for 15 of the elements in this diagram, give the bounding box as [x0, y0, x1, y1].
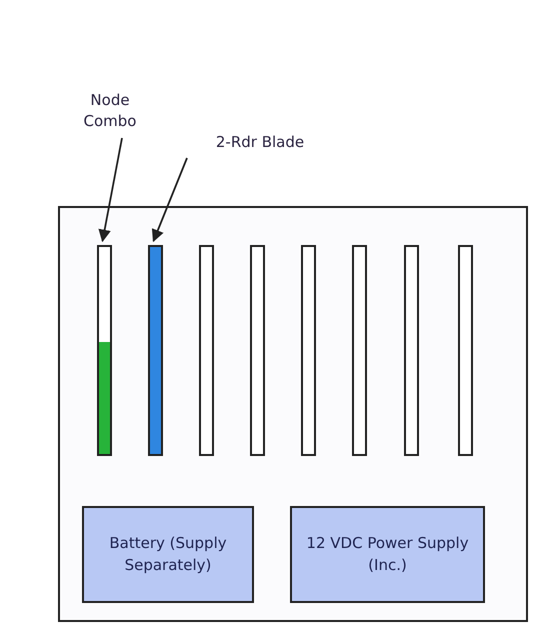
battery-box: Battery (Supply Separately)	[82, 506, 254, 603]
card-slot	[458, 245, 473, 456]
card-slot	[148, 245, 163, 456]
card-slot	[97, 245, 112, 456]
card-slot	[199, 245, 214, 456]
leader-arrow	[98, 138, 123, 242]
card-slot	[352, 245, 367, 456]
enclosure-box	[58, 206, 528, 622]
card-slot	[404, 245, 419, 456]
card-slot	[301, 245, 316, 456]
power-supply-box: 12 VDC Power Supply (Inc.)	[290, 506, 485, 603]
card-slot	[250, 245, 265, 456]
callout-label: 2-Rdr Blade	[180, 132, 340, 156]
leader-arrow	[152, 158, 188, 242]
callout-label: Node Combo	[75, 90, 145, 136]
